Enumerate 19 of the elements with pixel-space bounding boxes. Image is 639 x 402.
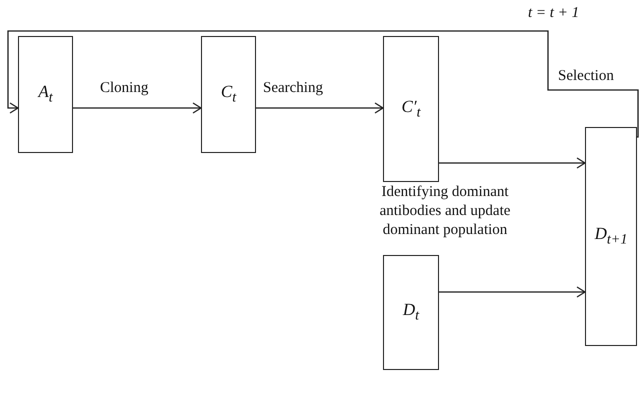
arrow [7,30,639,138]
node-symbol: C$_{t}$ [220,82,236,107]
process-box [383,255,439,370]
step-description: Identifying dominant antibodies and update dominant population [378,183,512,240]
arrow [439,286,586,298]
update-note: t = t + 1 [528,4,580,23]
edge-label: Cloning [100,80,148,96]
arrow [73,102,202,114]
process-box [18,36,73,153]
edge-label: Searching [263,80,323,96]
process-box [383,36,439,182]
arrow [439,157,586,169]
node-symbol: D$_{t+1}$ [594,224,628,249]
process-box [585,127,637,346]
node-symbol: A$_{t}$ [38,82,53,107]
process-box [201,36,256,153]
node-symbol: D$_{t}$ [402,300,420,325]
node-symbol: C′$_{t}$ [402,96,420,122]
arrow [256,102,384,114]
